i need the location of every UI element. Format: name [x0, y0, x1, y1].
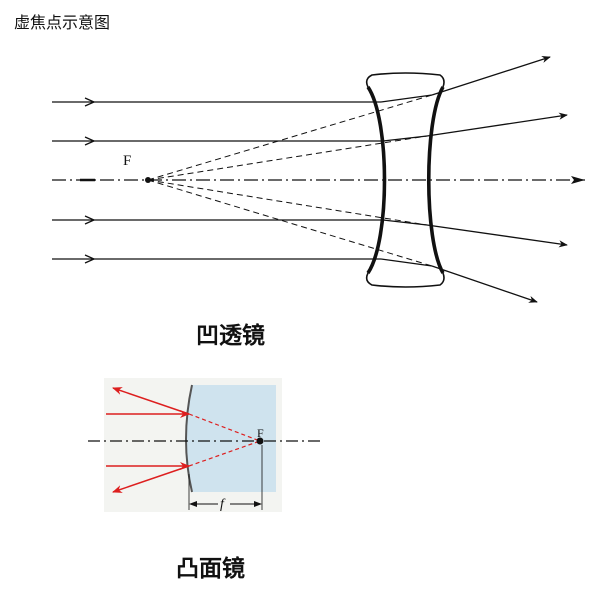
virtual-ray-extension: [147, 135, 428, 181]
ray-in-lens: [380, 258, 433, 267]
refracted-ray: [426, 112, 568, 137]
virtual-focus-point: [256, 437, 264, 445]
focus-label: F: [123, 153, 131, 169]
convex-mirror: [186, 385, 276, 492]
reflected-ray: [112, 465, 190, 493]
virtual-ray-extension: [147, 179, 433, 267]
refracted-ray: [426, 224, 568, 248]
ray-arrow-mark: [84, 136, 96, 146]
convex-mirror-caption: 凸面镜: [176, 555, 245, 582]
reflected-ray: [112, 387, 190, 415]
virtual-ray-extension: [147, 179, 428, 226]
ray-in-lens: [380, 94, 433, 103]
virtual-focus-point: [145, 177, 151, 183]
ray-arrow-mark: [84, 215, 96, 225]
refracted-ray: [431, 56, 551, 96]
mirror-surface: [185, 384, 193, 493]
virtual-ray-extension: [188, 440, 261, 467]
refracted-ray: [431, 265, 538, 303]
page-title: 虚焦点示意图: [14, 13, 111, 32]
dimension-label-bg: [218, 494, 230, 510]
virtual-ray-extension: [147, 94, 433, 181]
lens-right-surface: [427, 86, 445, 274]
dimension-arrow: [254, 501, 262, 507]
concave-lens-diagram: F: [52, 56, 585, 303]
ray-arrow-mark: [84, 97, 96, 107]
axis-arrowhead: [571, 176, 585, 184]
dimension-arrow: [189, 501, 197, 507]
focus-label: F: [257, 426, 264, 440]
convex-mirror-diagram: F f: [88, 378, 324, 512]
virtual-ray-extension: [188, 413, 261, 442]
concave-lens-caption: 凹透镜: [196, 322, 265, 349]
concave-lens: [365, 72, 445, 288]
ray-arrow-mark: [84, 254, 96, 264]
focal-length-label: f: [220, 497, 226, 512]
lens-left-surface: [366, 86, 387, 274]
